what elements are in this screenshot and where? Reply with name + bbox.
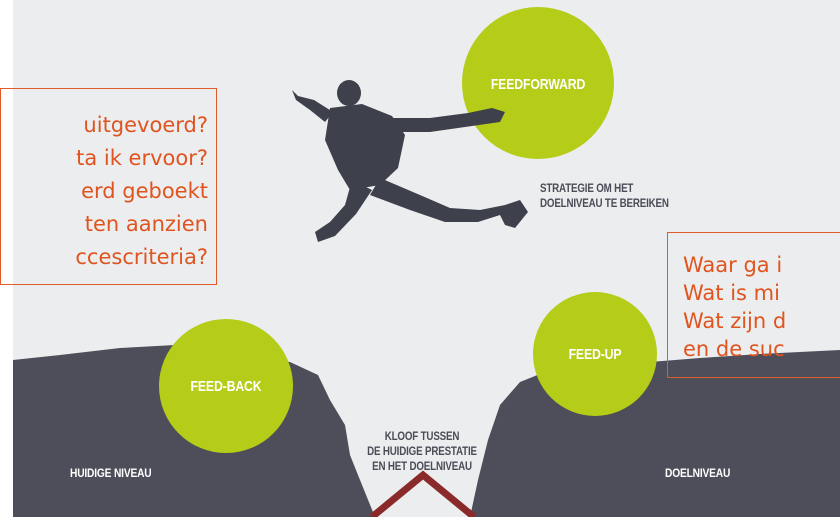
gap-caption-line-1: KLOOF TUSSEN <box>384 431 460 443</box>
left-question-line-5: ccescriteria? <box>75 245 208 269</box>
current-level-label: HUIDIGE NIVEAU <box>70 466 152 480</box>
feedback-circle <box>159 319 293 453</box>
left-question-line-2: ta ik ervoor? <box>76 146 208 170</box>
gap-caption: KLOOF TUSSEN DE HUIDIGE PRESTATIE EN HET… <box>337 430 507 475</box>
right-question-text: Waar ga i Wat is mi Wat zijn d en de suc <box>683 251 786 363</box>
right-question-line-2: Wat is mi <box>683 281 780 305</box>
feedup-label: FEED-UP <box>568 346 622 363</box>
right-question-box: Waar ga i Wat is mi Wat zijn d en de suc <box>667 232 840 378</box>
jumping-man-icon <box>292 80 528 242</box>
feedup-circle <box>533 292 657 416</box>
left-question-box: uitgevoerd? ta ik ervoor? erd geboekt te… <box>0 88 217 285</box>
target-level-label: DOELNIVEAU <box>665 466 731 480</box>
left-question-text: uitgevoerd? ta ik ervoor? erd geboekt te… <box>75 109 208 274</box>
gap-caption-line-2: DE HUIDIGE PRESTATIE <box>367 446 477 458</box>
strategy-caption-line-2: DOELNIVEAU TE BEREIKEN <box>540 198 669 210</box>
right-question-line-4: en de suc <box>683 337 785 361</box>
left-question-line-3: erd geboekt <box>81 179 208 203</box>
left-question-line-4: ten aanzien <box>84 212 208 236</box>
strategy-caption: STRATEGIE OM HET DOELNIVEAU TE BEREIKEN <box>540 182 669 212</box>
gap-caption-line-3: EN HET DOELNIVEAU <box>372 461 472 473</box>
chevron-up-icon <box>369 470 477 517</box>
feedforward-label: FEEDFORWARD <box>490 76 586 93</box>
right-question-line-1: Waar ga i <box>683 253 783 277</box>
right-question-line-3: Wat zijn d <box>683 309 787 333</box>
left-question-line-1: uitgevoerd? <box>83 113 208 137</box>
feedback-label: FEED-BACK <box>190 378 262 395</box>
strategy-caption-line-1: STRATEGIE OM HET <box>540 183 634 195</box>
